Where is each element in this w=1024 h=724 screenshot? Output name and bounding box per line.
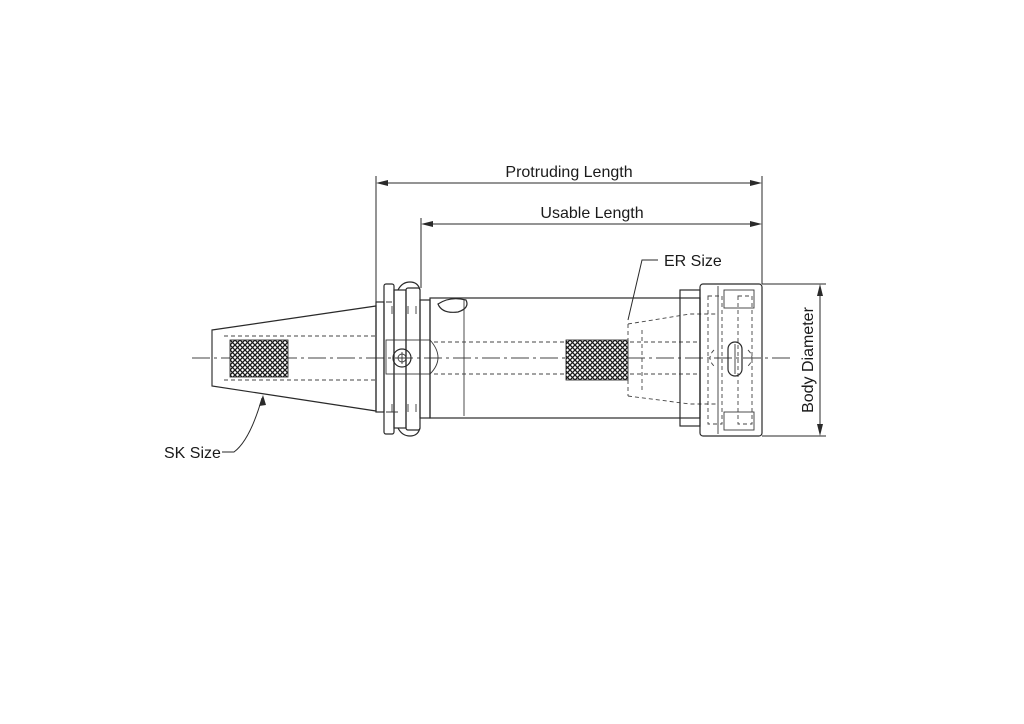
protruding-length-dimension: Protruding Length [375, 164, 763, 302]
shank-thread [229, 339, 289, 378]
er-size-leader: ER Size [627, 253, 722, 321]
body-diameter-dimension: Body Diameter [762, 283, 826, 437]
sk-size-leader: SK Size [164, 395, 266, 462]
clamping-nut [679, 283, 763, 437]
body-thread [565, 339, 629, 381]
body-diameter-label: Body Diameter [800, 306, 817, 412]
usable-length-label: Usable Length [540, 205, 643, 222]
holder-body [429, 297, 716, 419]
flange [375, 281, 439, 437]
drive-slot-circle [392, 348, 412, 368]
nut-slot [727, 341, 743, 377]
usable-length-dimension: Usable Length [420, 205, 762, 288]
coolant-slot [437, 298, 468, 313]
protruding-length-label: Protruding Length [505, 164, 632, 181]
er-size-label: ER Size [664, 253, 722, 270]
sk-size-label: SK Size [164, 445, 221, 462]
sk-taper [211, 305, 377, 412]
